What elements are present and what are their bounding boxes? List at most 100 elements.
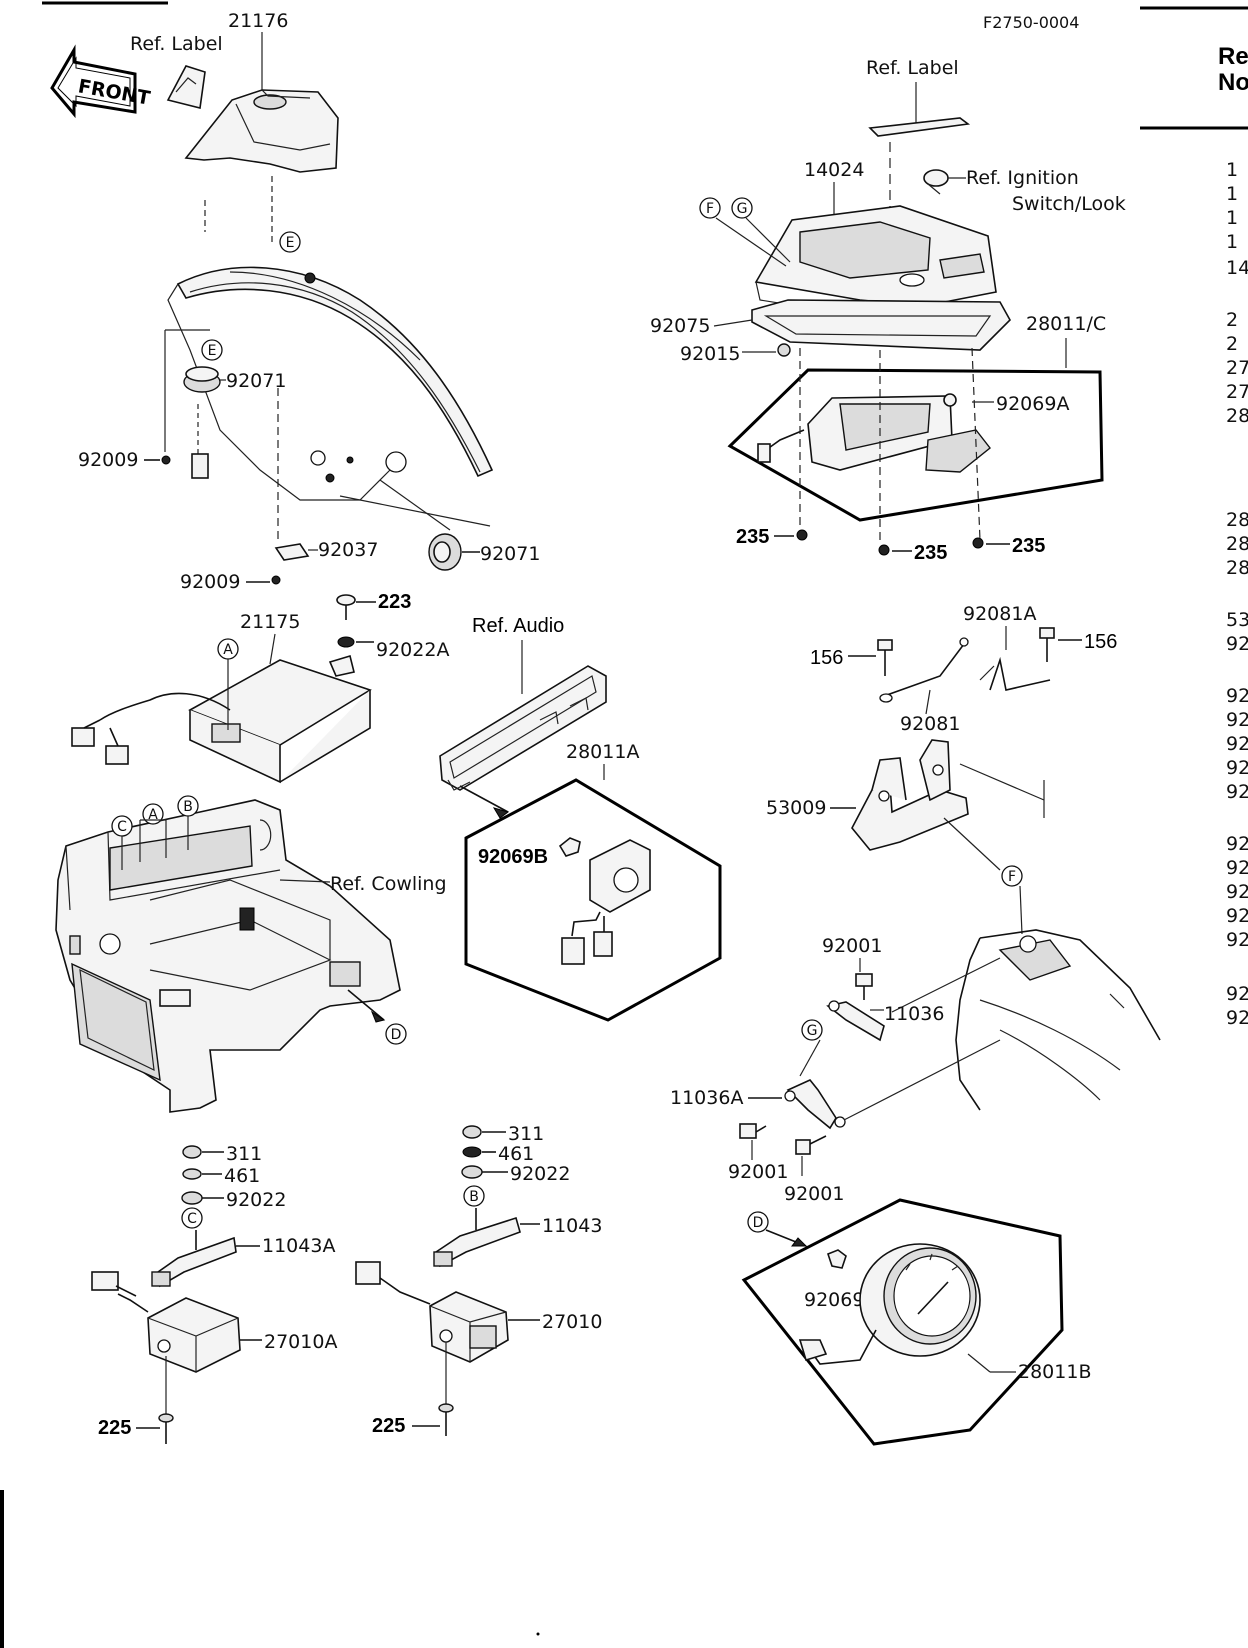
table-row: 92 [1226, 881, 1248, 903]
bracket-11036-part [826, 1000, 885, 1042]
washer-92022-b-icon [461, 1165, 483, 1179]
bolt-225-b-icon [438, 1403, 454, 1436]
ref-audio: Ref. Audio [472, 615, 564, 637]
ref-cowling: Ref. Cowling [330, 873, 447, 895]
callout-28011C: 28011/C [1026, 313, 1106, 335]
bracket-11043-part [433, 1216, 521, 1268]
relay-27010-part [355, 1261, 509, 1363]
circle-ref-G-top: G [731, 197, 753, 219]
svg-text:D: D [753, 1215, 764, 1231]
circle-ref-E-left: E [201, 339, 223, 361]
table-row: 28 [1226, 533, 1248, 555]
callout-156-a: 156 [810, 647, 843, 669]
bolt-225-a-icon [158, 1413, 174, 1444]
clip-92037-part [274, 543, 310, 561]
clip-part [191, 453, 209, 479]
callout-92071-b: 92071 [480, 543, 540, 565]
callout-225-b: 225 [372, 1415, 405, 1437]
rear-fender-part [167, 266, 494, 501]
bolt-92001-a-icon [855, 973, 873, 1000]
callout-11036: 11036 [884, 1003, 944, 1025]
table-row: 92 [1226, 983, 1248, 1005]
callout-92001-c: 92001 [784, 1183, 844, 1205]
callout-11036A: 11036A [670, 1087, 743, 1109]
table-row: 92 [1226, 929, 1248, 951]
callout-223: 223 [378, 591, 411, 613]
callout-92015: 92015 [680, 343, 740, 365]
screw-icon [161, 455, 171, 465]
svg-text:A: A [223, 642, 233, 658]
label-strip-icon [868, 117, 971, 137]
front-arrow-icon: FRONT [50, 44, 152, 119]
circle-ref-B-relay: B [463, 1185, 485, 1207]
callout-461-a: 461 [224, 1165, 260, 1187]
callout-235-c: 235 [1012, 535, 1045, 557]
inset-28011A [464, 778, 722, 1022]
bolt-156-b-icon [1039, 627, 1055, 662]
svg-text:C: C [117, 819, 127, 835]
callout-92022A: 92022A [376, 639, 449, 661]
table-row: 1 [1226, 207, 1238, 229]
inset-28011C [727, 368, 1104, 522]
gasket-92075-part [751, 299, 1011, 351]
ref-label-right: Ref. Label [866, 57, 959, 79]
callout-92037: 92037 [318, 539, 378, 561]
ref-label-sticker-icon [166, 65, 206, 109]
table-row: 53 [1226, 609, 1248, 631]
callout-92001-b: 92001 [728, 1161, 788, 1183]
meter-cover-part [754, 205, 997, 323]
nut-311-a-icon [182, 1145, 202, 1159]
table-row: 92 [1226, 857, 1248, 879]
callout-21176: 21176 [228, 10, 288, 32]
table-header-1: Re [1218, 43, 1248, 70]
ref-ignition-2: Switch/Look [1012, 193, 1126, 215]
callout-28011A: 28011A [566, 741, 639, 763]
svg-text:B: B [183, 799, 193, 815]
callout-235-a: 235 [736, 526, 769, 548]
fuel-tank-part [955, 929, 1161, 1111]
callout-27010: 27010 [542, 1311, 602, 1333]
table-row: 92 [1226, 757, 1248, 779]
table-row: 92 [1226, 685, 1248, 707]
callout-156-b: 156 [1084, 631, 1117, 653]
grommet-92071-part [183, 366, 221, 393]
callout-11043: 11043 [542, 1215, 602, 1237]
callout-92001-a: 92001 [822, 935, 882, 957]
svg-text:C: C [187, 1211, 197, 1227]
circle-ref-C-cowl: C [111, 815, 133, 837]
bracket-53009-part [851, 739, 969, 851]
callout-92022-a: 92022 [226, 1189, 286, 1211]
bulb-92069-icon [827, 1249, 847, 1269]
ref-label-left: Ref. Label [130, 33, 223, 55]
callout-311-a: 311 [226, 1143, 262, 1165]
inset-28011B [741, 1198, 1064, 1446]
diagram-id: F2750-0004 [983, 13, 1079, 32]
callout-92022-b: 92022 [510, 1163, 570, 1185]
callout-92075: 92075 [650, 315, 710, 337]
bolt-156-a-icon [877, 639, 893, 676]
table-row: 27 [1226, 357, 1248, 379]
table-row: 92 [1226, 905, 1248, 927]
circle-ref-F-bracket: F [1001, 865, 1023, 887]
circle-ref-G-bracket: G [801, 1019, 823, 1041]
circle-ref-A-box: A [217, 638, 239, 660]
circle-ref-D-cowl: D [385, 1023, 407, 1045]
table-row: 2 [1226, 333, 1238, 355]
table-row: 28 [1226, 509, 1248, 531]
table-row: 28 [1226, 557, 1248, 579]
bulb-icon [558, 837, 581, 857]
callout-461-b: 461 [498, 1143, 534, 1165]
svg-text:E: E [208, 343, 217, 359]
ref-ignition-1: Ref. Ignition [966, 167, 1079, 189]
electrical-box-21175-part [71, 654, 372, 784]
svg-text:E: E [286, 235, 295, 251]
callout-28011B: 28011B [1018, 1361, 1091, 1383]
callout-92071-a: 92071 [226, 370, 286, 392]
audio-switch-part [561, 839, 651, 965]
callout-92081A: 92081A [963, 603, 1036, 625]
callout-235-b: 235 [914, 542, 947, 564]
table-row: 92 [1226, 733, 1248, 755]
svg-text:G: G [807, 1023, 818, 1039]
washer-461-a-icon [182, 1168, 202, 1180]
